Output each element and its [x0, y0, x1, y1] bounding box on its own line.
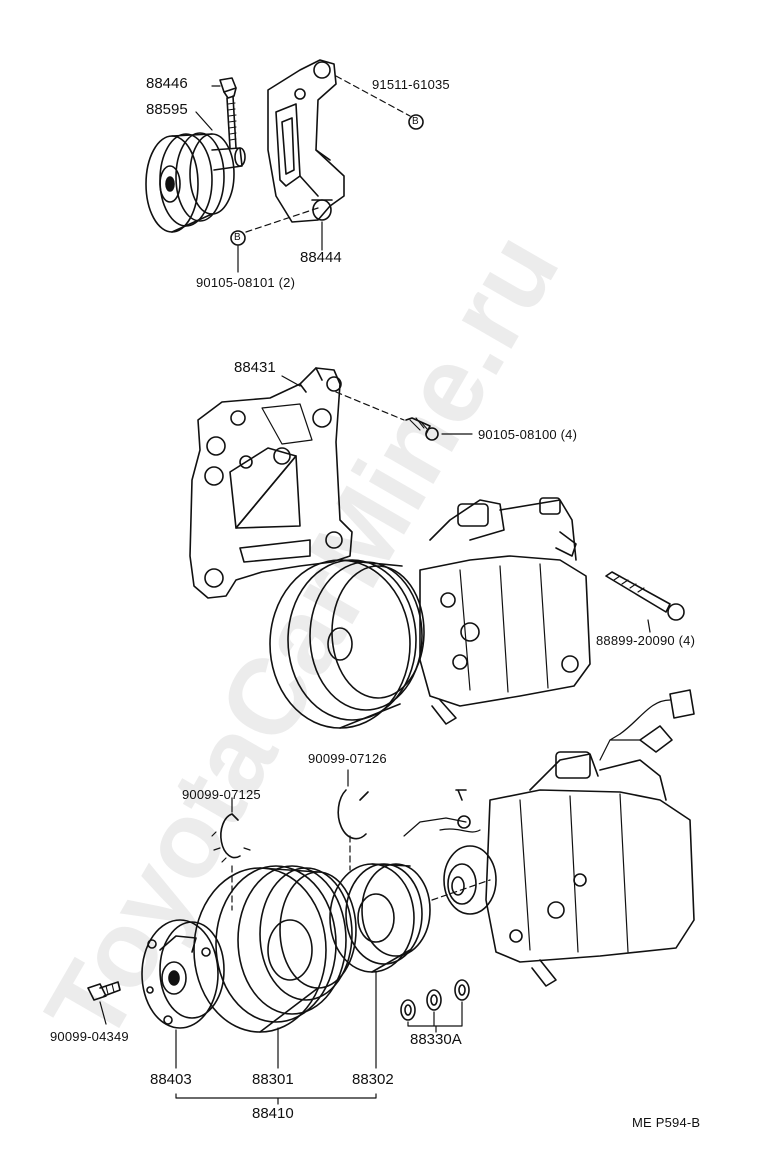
part-label-90099-07125: 90099-07125 [182, 787, 261, 802]
clutch-hub-88403 [141, 919, 225, 1029]
field-coil-88302 [329, 863, 431, 973]
compressor-assembly-upper [269, 497, 591, 729]
leader-lines-top [195, 75, 411, 273]
part-label-90099-04349: 90099-04349 [50, 1029, 129, 1044]
compressor-assembly-lower [403, 689, 695, 987]
part-label-88595: 88595 [146, 101, 188, 118]
part-label-90105-08101: 90105-08101 (2) [196, 275, 296, 290]
idler-bracket-88444 [267, 59, 345, 223]
part-label-88431: 88431 [234, 359, 276, 376]
part-label-88899-20090: 88899-20090 (4) [596, 633, 696, 648]
idler-bolt-88446 [219, 77, 237, 149]
callout-letter-b-lower: B [234, 232, 241, 243]
part-label-88403: 88403 [150, 1071, 192, 1088]
callout-b-circles [230, 114, 424, 246]
part-label-90099-07126: 90099-07126 [308, 751, 387, 766]
part-label-88301: 88301 [252, 1071, 294, 1088]
snap-rings [211, 789, 369, 863]
bolt-90099-04349 [87, 981, 121, 1025]
document-code: ME P594-B [632, 1115, 701, 1130]
compressor-bracket-88431 [189, 367, 353, 599]
part-label-88410: 88410 [252, 1105, 294, 1122]
part-label-88330A: 88330A [410, 1031, 462, 1048]
part-label-90105-08100: 90105-08100 (4) [478, 427, 578, 442]
bracket-bolts-upper [281, 375, 685, 633]
callout-letter-b-upper: B [412, 116, 419, 127]
shims-88330A [400, 979, 470, 1021]
idler-pulley-88595 [145, 132, 246, 233]
part-label-88446: 88446 [146, 75, 188, 92]
part-label-88444: 88444 [300, 249, 342, 266]
part-label-88302: 88302 [352, 1071, 394, 1088]
leader-lines-bottom [175, 769, 491, 1105]
part-label-91511-61035: 91511-61035 [372, 77, 450, 92]
pulley-88301 [193, 865, 357, 1033]
